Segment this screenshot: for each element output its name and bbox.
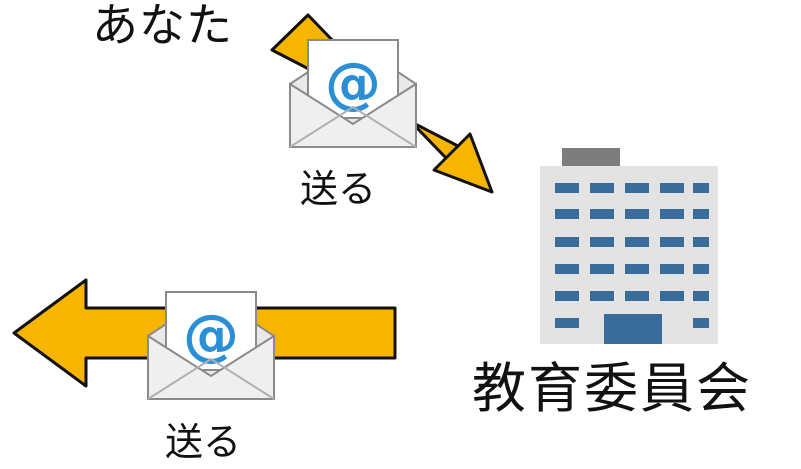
email-envelope-icon: @ bbox=[289, 39, 417, 148]
building-door bbox=[604, 314, 662, 344]
send-label-bottom: 送る bbox=[165, 420, 242, 464]
organization-label: 教育委員会 bbox=[472, 357, 752, 420]
office-building-icon bbox=[540, 148, 718, 344]
send-label-top: 送る bbox=[300, 167, 377, 211]
email-envelope-icon: @ bbox=[147, 291, 275, 400]
at-symbol-icon: @ bbox=[325, 51, 381, 116]
you-label: あなた bbox=[92, 0, 233, 52]
at-symbol-icon: @ bbox=[183, 303, 239, 368]
